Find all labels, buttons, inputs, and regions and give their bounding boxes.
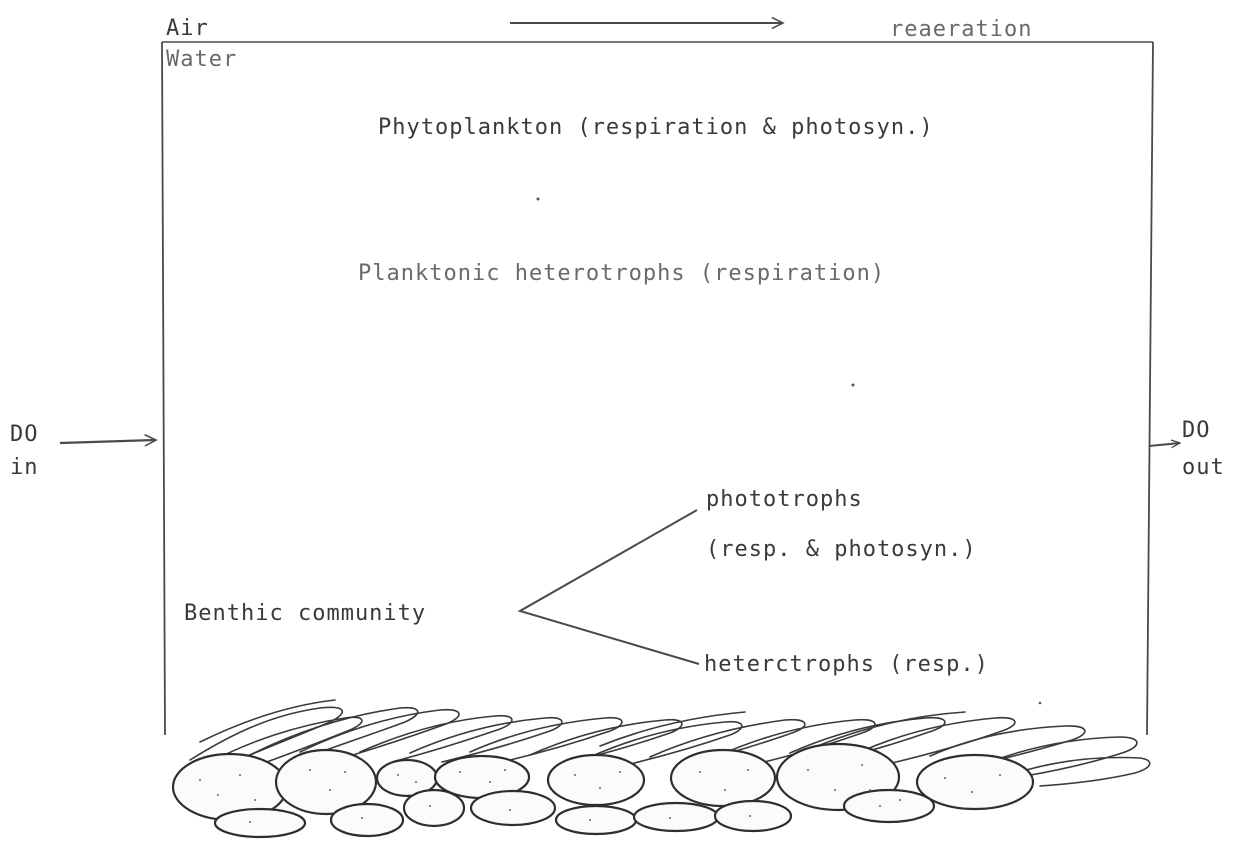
box-right-wall: [1147, 42, 1153, 735]
air-label: Air: [166, 16, 209, 41]
reaeration-label: reaeration: [890, 17, 1032, 42]
phototrophs-detail-label: (resp. & photosyn.): [706, 537, 977, 562]
speck: [537, 198, 540, 201]
benthic-branch-lines: [520, 510, 699, 664]
speck: [1039, 702, 1042, 705]
streambed-sketch: [173, 700, 1150, 837]
planktonic-heterotrophs-label: Planktonic heterotrophs (respiration): [358, 261, 885, 286]
phytoplankton-label: Phytoplankton (respiration & photosyn.): [378, 115, 934, 140]
do-out-arrow: [1149, 443, 1180, 446]
do-in-label-line2: in: [10, 455, 39, 480]
heterotrophs-label: heterctrophs (resp.): [704, 652, 989, 677]
do-out-label: DO: [1182, 418, 1211, 443]
box-left-wall: [162, 42, 165, 735]
stones: [173, 744, 1033, 837]
water-column-box: [162, 42, 1153, 735]
do-out-label-line2: out: [1182, 455, 1225, 480]
phototrophs-label: phototrophs: [706, 487, 863, 512]
benthic-community-label: Benthic community: [184, 601, 426, 626]
do-in-arrow: [60, 440, 156, 443]
speck: [852, 384, 855, 387]
do-in-label: DO: [10, 422, 39, 447]
water-label: Water: [166, 47, 237, 72]
